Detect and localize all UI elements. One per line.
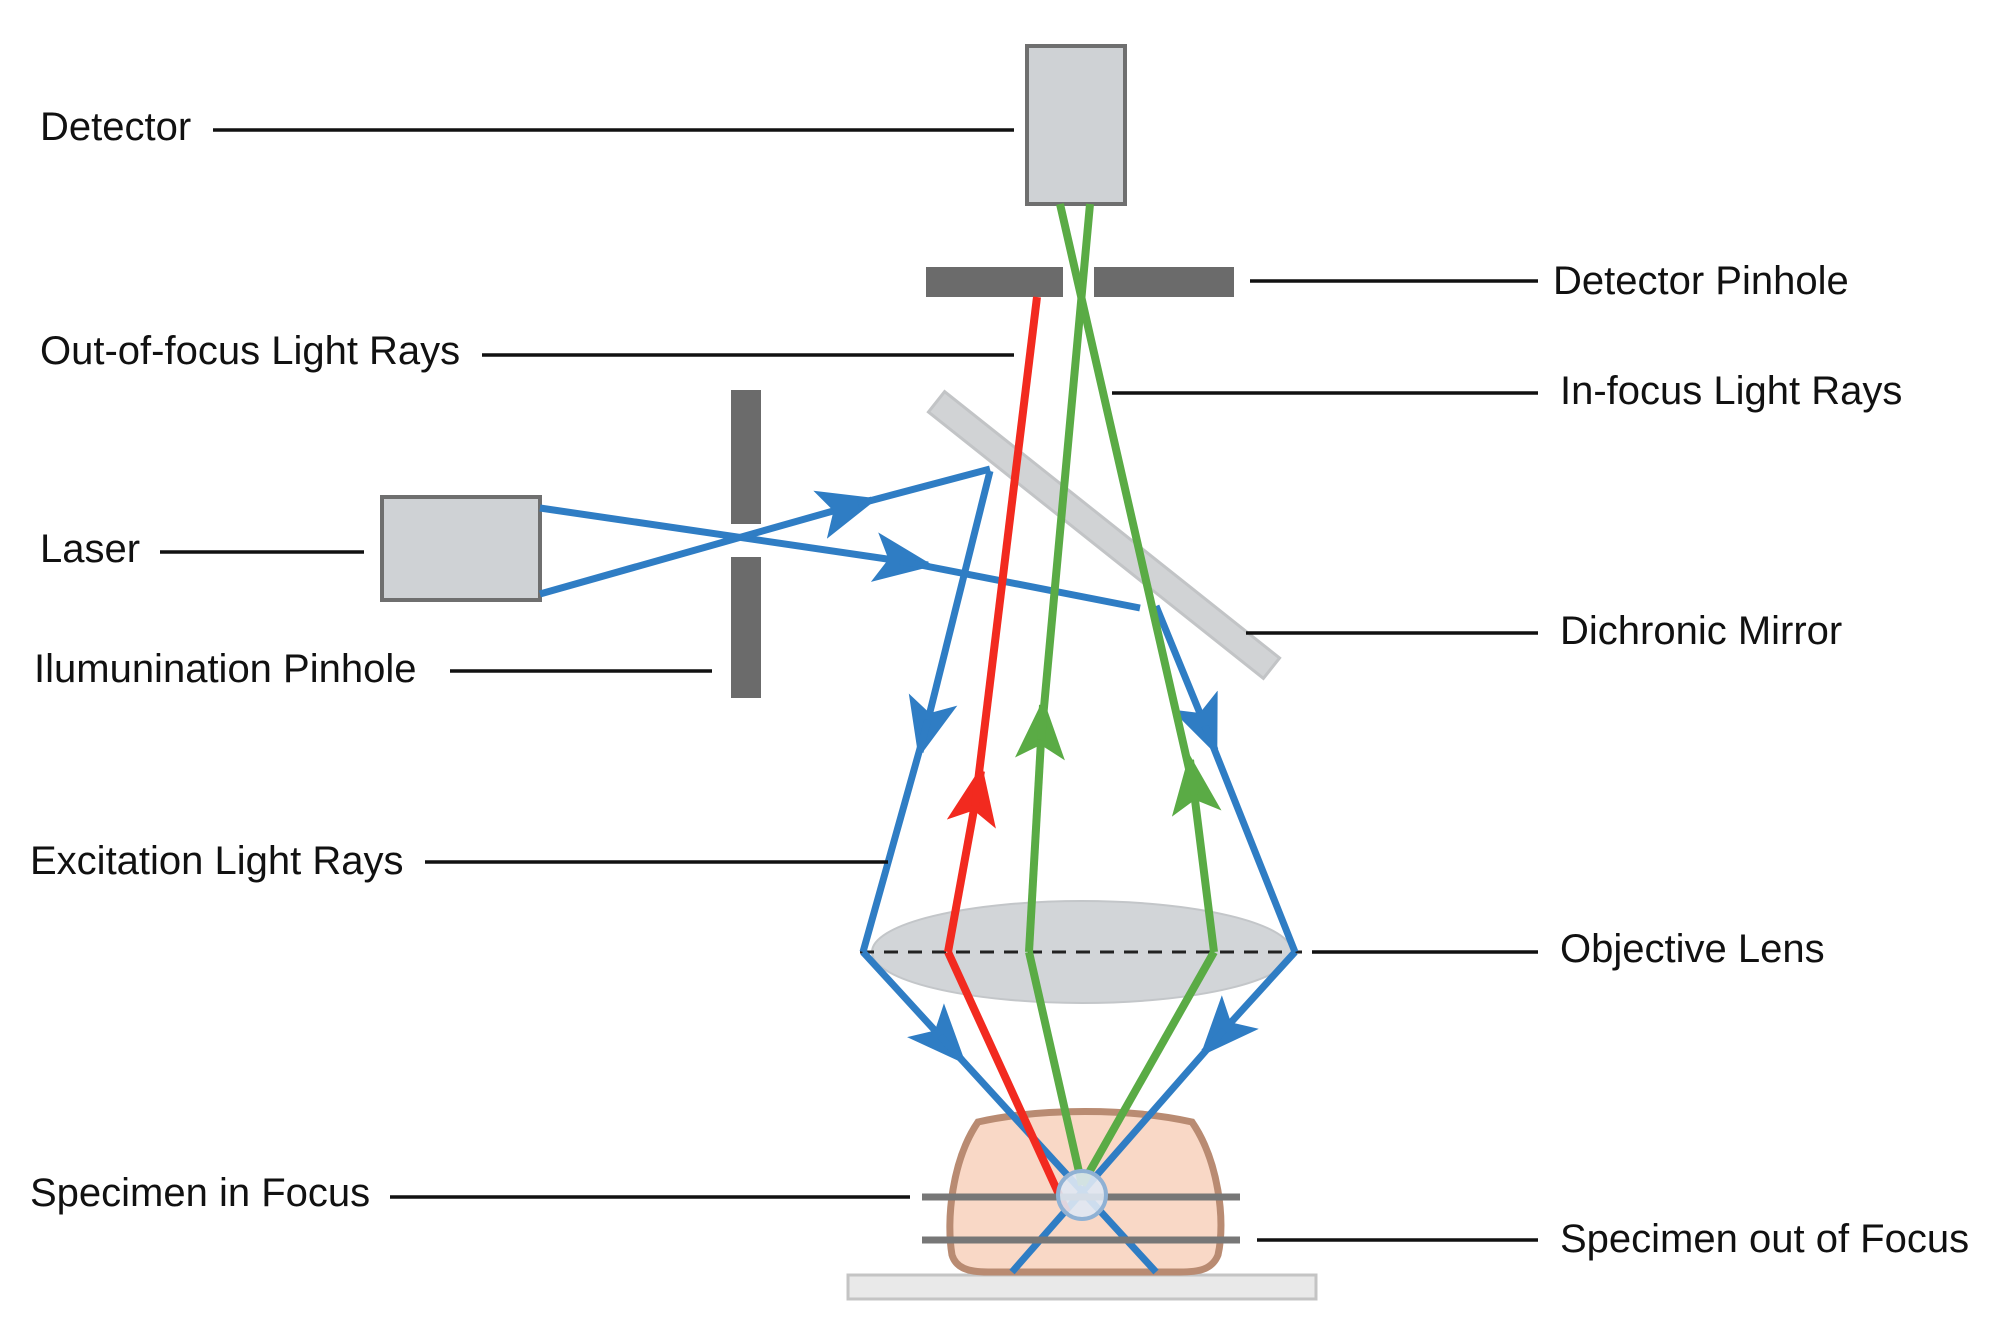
laser-ray-lower-in bbox=[539, 490, 878, 598]
microscope-slide bbox=[846, 1273, 1318, 1301]
label-objective-lens: Objective Lens bbox=[1560, 927, 1825, 971]
excitation-ray-right-cross bbox=[1009, 1027, 1227, 1275]
excitation-ray-left-down bbox=[908, 470, 994, 758]
out-of-focus-ray-up-lower bbox=[944, 950, 1071, 1214]
dichronic-mirror bbox=[926, 389, 1282, 681]
focal-point bbox=[1056, 1169, 1108, 1221]
label-detector-pinhole: Detector Pinhole bbox=[1553, 259, 1849, 303]
label-detector: Detector bbox=[40, 105, 191, 149]
in-focus-ray-right-lower bbox=[1078, 950, 1218, 1187]
illumination-pinhole-bottom bbox=[731, 557, 761, 698]
label-dichronic-mirror: Dichronic Mirror bbox=[1560, 609, 1842, 653]
laser-box bbox=[380, 495, 542, 602]
excitation-ray-left-to-lens bbox=[859, 719, 932, 953]
out-of-focus-ray-to-pinhole bbox=[971, 296, 1041, 807]
excitation-ray-left-cross bbox=[937, 1033, 1159, 1275]
label-specimen-out-of-focus: Specimen out of Focus bbox=[1560, 1217, 1969, 1261]
detector-pinhole-right bbox=[1094, 267, 1234, 297]
in-focus-ray-right-to-detector bbox=[1056, 203, 1199, 796]
detector-box bbox=[1025, 44, 1127, 206]
in-focus-ray-left-lower bbox=[1025, 951, 1086, 1186]
illumination-pinhole-top bbox=[731, 390, 761, 524]
label-illumination-pinhole: Ilumunination Pinhole bbox=[34, 647, 416, 691]
detector-pinhole-left bbox=[926, 267, 1063, 297]
laser-ray-lower-out bbox=[857, 465, 991, 508]
label-specimen-in-focus: Specimen in Focus bbox=[30, 1171, 370, 1215]
label-excitation-rays: Excitation Light Rays bbox=[30, 839, 404, 883]
label-out-of-focus-rays: Out-of-focus Light Rays bbox=[40, 329, 460, 373]
laser-ray-upper-out bbox=[899, 557, 1141, 612]
in-focus-ray-left-up bbox=[1014, 699, 1065, 953]
label-in-focus-rays: In-focus Light Rays bbox=[1560, 369, 1902, 413]
label-laser: Laser bbox=[40, 527, 140, 571]
